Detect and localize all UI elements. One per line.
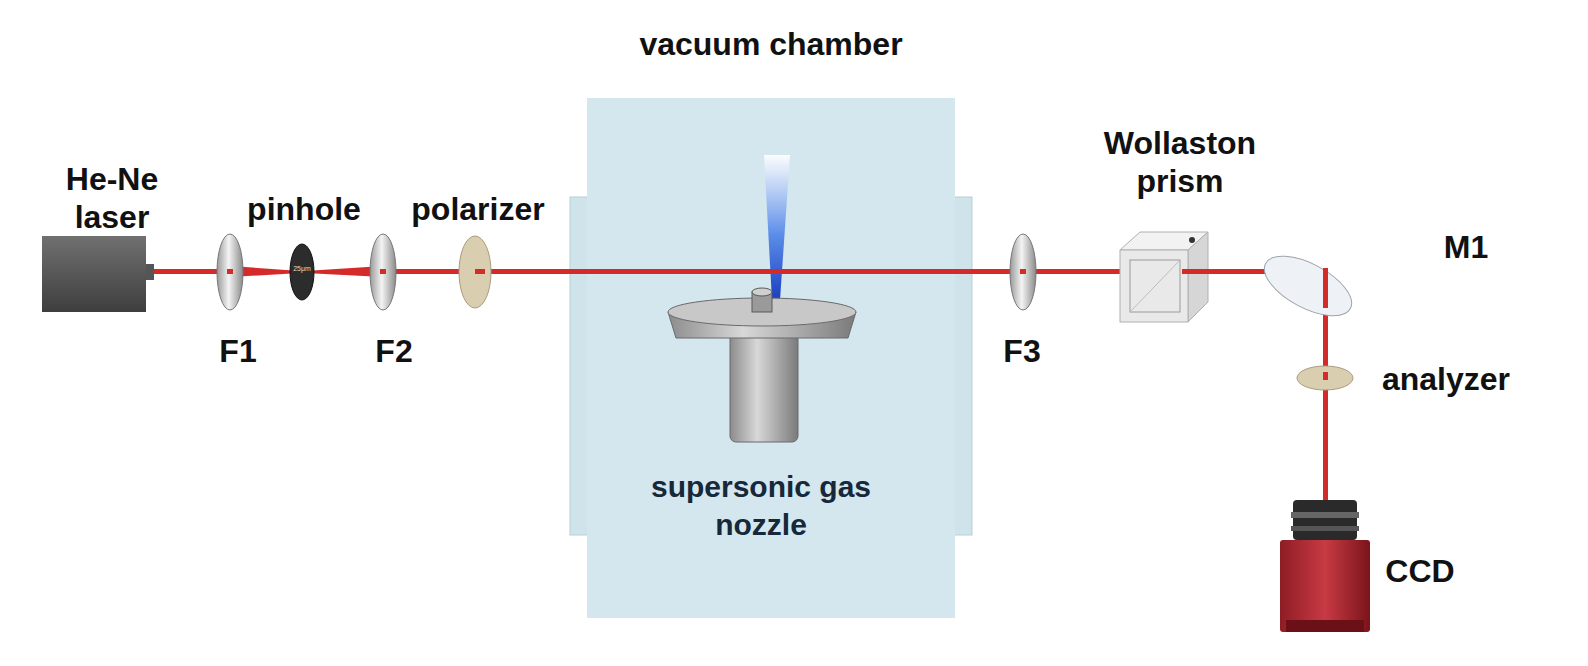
chamber-title: vacuum chamber — [527, 24, 1015, 64]
gas-jet — [764, 155, 790, 300]
chamber-region: vacuum chambersupersonic gas nozzle — [587, 98, 955, 618]
part-name: CCD — [1375, 552, 1465, 590]
part-name: analyzer — [1366, 360, 1526, 398]
lens — [217, 234, 1036, 310]
chamber-body — [587, 98, 955, 618]
laser-aperture — [146, 264, 154, 280]
mirror-name: M1 — [1431, 228, 1501, 266]
part-name: polarizer — [393, 190, 563, 228]
ccd-camera — [1280, 500, 1370, 632]
pinhole-size: 25μm — [287, 265, 317, 273]
wollaston-prism — [1120, 232, 1208, 322]
lens-name: F2 — [364, 332, 424, 370]
laser-body — [42, 236, 146, 312]
lens-name: F1 — [208, 332, 268, 370]
analyzer-plate — [1297, 366, 1353, 390]
mirror — [1255, 244, 1360, 328]
part-name: pinhole — [234, 190, 374, 228]
part-name: He-Ne laser — [47, 160, 177, 237]
polarizer-plate — [459, 236, 491, 308]
nozzle-label: supersonic gas nozzle — [631, 468, 891, 543]
part-name: Wollaston prism — [1075, 124, 1285, 201]
lens-name: F3 — [992, 332, 1052, 370]
nozzle — [668, 288, 856, 442]
